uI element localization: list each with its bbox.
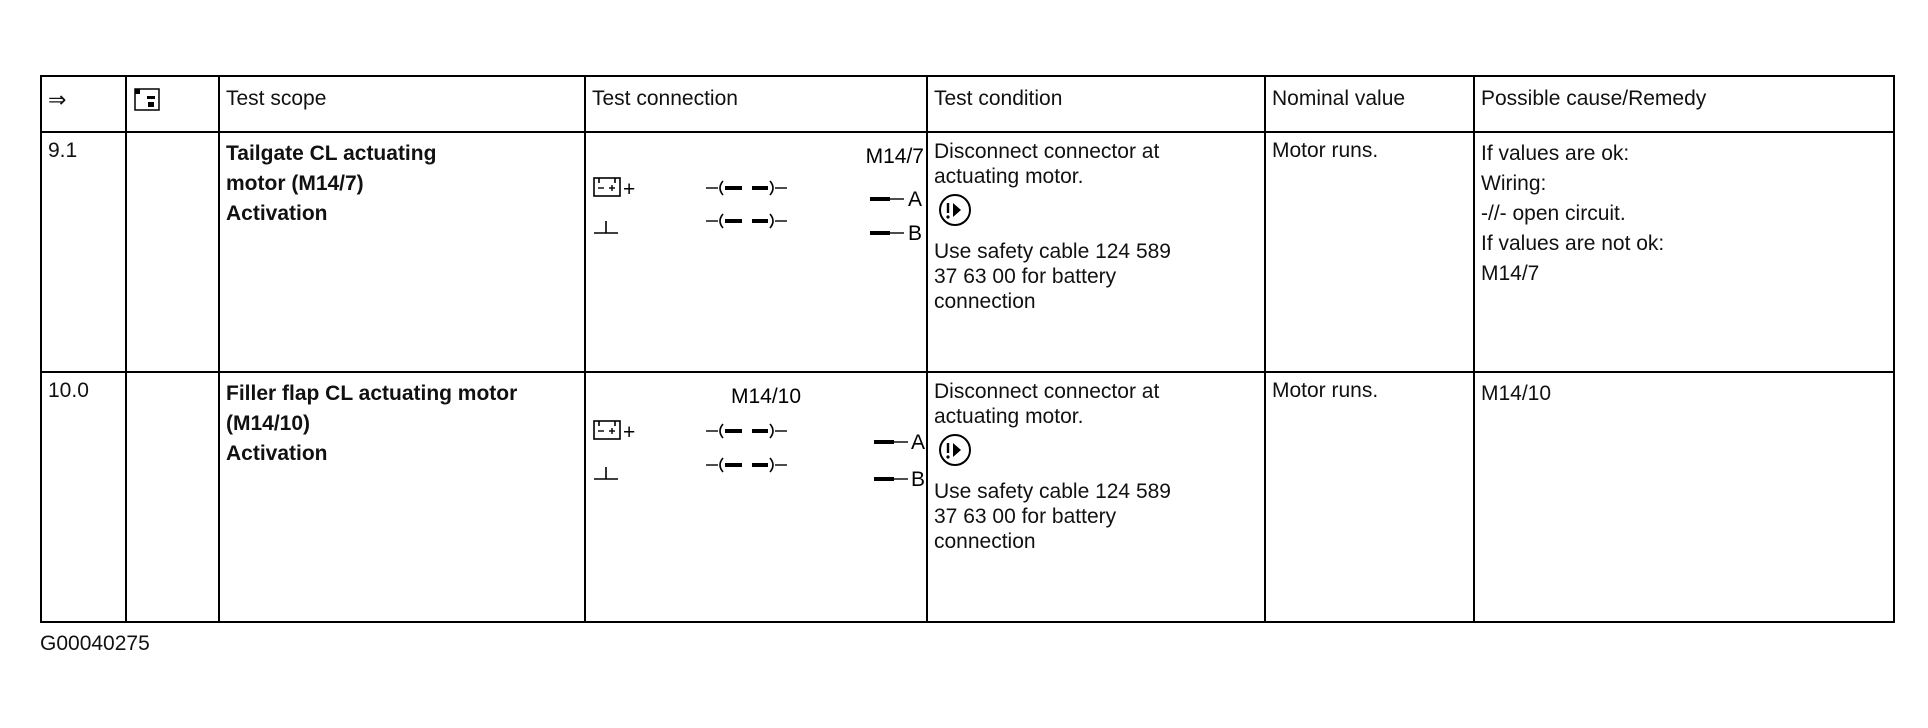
test-table: ⇒ Test scope Test connection Test condit… <box>40 75 1895 623</box>
nominal-value: Motor runs. <box>1264 371 1475 623</box>
pin-b: B <box>870 222 922 245</box>
battery-icon <box>593 420 621 440</box>
battery-icon <box>593 177 621 197</box>
pin-b: B <box>874 468 925 491</box>
test-connection-diagram: M14/10 + <box>584 371 928 623</box>
possible-cause: M14/10 <box>1473 371 1895 623</box>
pin-a: A <box>870 188 922 211</box>
test-scope: Filler flap CL actuating motor (M14/10) … <box>218 371 586 623</box>
tester-icon <box>133 87 212 113</box>
header-tester <box>125 75 220 133</box>
battery-plus: + <box>623 178 635 201</box>
connector-icon <box>706 423 787 439</box>
header-nominal-value: Nominal value <box>1264 75 1475 133</box>
svg-text:B: B <box>911 468 925 491</box>
svg-text:A: A <box>908 188 922 211</box>
header-test-scope: Test scope <box>218 75 586 133</box>
test-condition: Disconnect connector at actuating motor.… <box>926 131 1266 373</box>
test-connection-diagram: M14/7 + <box>584 131 928 373</box>
connection-diagram: M14/7 + <box>593 145 924 245</box>
battery-plus: + <box>623 421 635 444</box>
test-condition: Disconnect connector at actuating motor.… <box>926 371 1266 623</box>
caution-icon <box>938 193 1258 233</box>
table-row: 9.1 Tailgate CL actuating motor (M14/7) … <box>40 131 1895 373</box>
pin-a: A <box>874 431 925 454</box>
svg-text:B: B <box>908 222 922 245</box>
header-test-connection: Test connection <box>584 75 928 133</box>
caution-icon <box>938 433 1258 473</box>
possible-cause: If values are ok: Wiring: -//- open circ… <box>1473 131 1895 373</box>
component-label: M14/7 <box>866 145 924 168</box>
step-number: 9.1 <box>40 131 127 373</box>
header-step: ⇒ <box>40 75 127 133</box>
component-label: M14/10 <box>731 385 801 408</box>
connector-icon <box>706 213 787 229</box>
table-header-row: ⇒ Test scope Test connection Test condit… <box>40 75 1895 133</box>
header-possible-cause: Possible cause/Remedy <box>1473 75 1895 133</box>
tester-cell <box>125 371 220 623</box>
tester-cell <box>125 131 220 373</box>
connector-icon <box>706 180 787 196</box>
step-number: 10.0 <box>40 371 127 623</box>
connection-diagram: M14/10 + <box>593 385 925 491</box>
ground-icon <box>594 221 618 234</box>
table-row: 10.0 Filler flap CL actuating motor (M14… <box>40 371 1895 623</box>
ground-icon <box>594 467 618 480</box>
connector-icon <box>706 457 787 473</box>
test-scope: Tailgate CL actuating motor (M14/7) Acti… <box>218 131 586 373</box>
nominal-value: Motor runs. <box>1264 131 1475 373</box>
figure-code: G00040275 <box>40 632 150 655</box>
header-test-condition: Test condition <box>926 75 1266 133</box>
svg-text:A: A <box>911 431 925 454</box>
